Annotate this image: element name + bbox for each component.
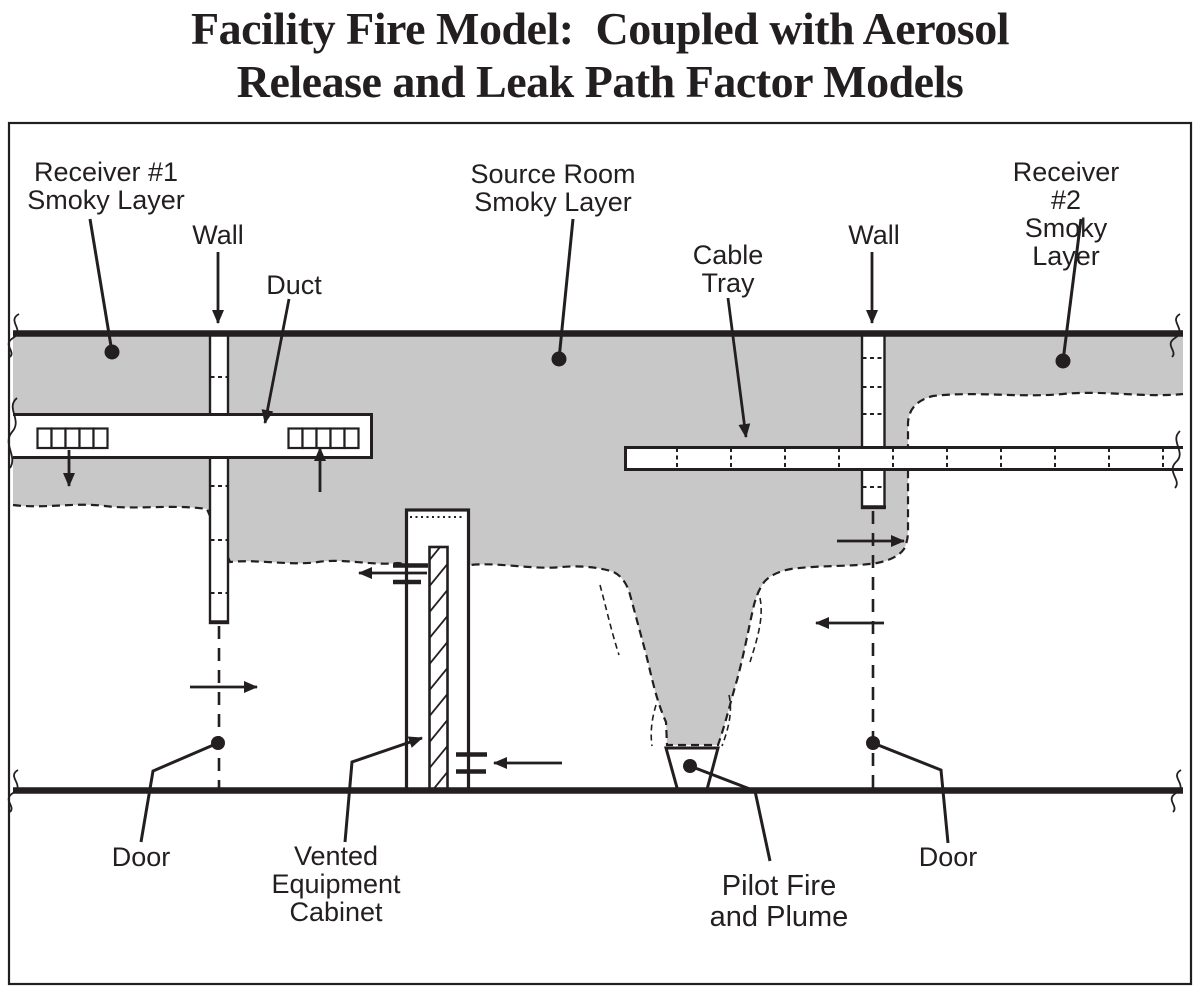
cable-tray-pointer-arrow — [726, 297, 751, 438]
source-room-dot — [551, 351, 567, 367]
label-pointer-arrows — [212, 252, 878, 843]
label-pilot-fire-and-plume: Pilot Fire and Plume — [709, 870, 849, 933]
right-wall — [860, 332, 886, 510]
title-line-1: Facility Fire Model: Coupled with Aeroso… — [190, 3, 1010, 54]
pilot-fire-dot — [683, 759, 697, 773]
label-source-room-smoky-layer: Source Room Smoky Layer — [470, 159, 636, 217]
cable-tray — [624, 446, 1183, 471]
door-right-dot — [866, 736, 880, 750]
diagram-title: Facility Fire Model: Coupled with Aeroso… — [0, 2, 1200, 108]
cable-tray-dividers — [676, 448, 1164, 469]
diagram-border — [7, 121, 1193, 986]
label-wall-right: Wall — [848, 220, 900, 250]
receiver2-dot — [1055, 353, 1071, 369]
label-wall-left: Wall — [192, 220, 244, 250]
label-duct: Duct — [266, 270, 322, 300]
duct-pointer-arrow — [261, 298, 291, 424]
label-vented-equipment-cabinet: Vented Equipment Cabinet — [271, 841, 401, 927]
flow-arrows — [63, 447, 905, 769]
smoke-boundary-dashed-line — [12, 391, 1184, 747]
label-receiver2-smoky-layer: Receiver #2 Smoky Layer — [1012, 157, 1120, 271]
cabinet-bottom-vent — [456, 752, 487, 774]
equipment-cabinet — [404, 508, 471, 793]
label-receiver1-smoky-layer: Receiver #1 Smoky Layer — [27, 157, 185, 215]
title-line-2: Release and Leak Path Factor Models — [236, 56, 964, 107]
dot-leaders — [88, 218, 1083, 862]
break-marks — [7, 313, 1182, 813]
duct-grille-right — [287, 427, 360, 450]
label-door-right: Door — [918, 842, 978, 872]
left-wall — [208, 332, 230, 625]
cabinet-hatching — [429, 547, 448, 789]
duct — [13, 413, 373, 459]
receiver1-dot — [104, 344, 120, 360]
label-cable-tray: Cable Tray — [692, 240, 764, 298]
label-door-left: Door — [111, 842, 171, 872]
door-left-dot — [211, 736, 225, 750]
cabinet-pointer-leader — [343, 736, 423, 843]
duct-grille-left — [36, 427, 109, 450]
cabinet-top-vent — [393, 563, 428, 585]
plume-sketch-lines — [599, 584, 762, 747]
